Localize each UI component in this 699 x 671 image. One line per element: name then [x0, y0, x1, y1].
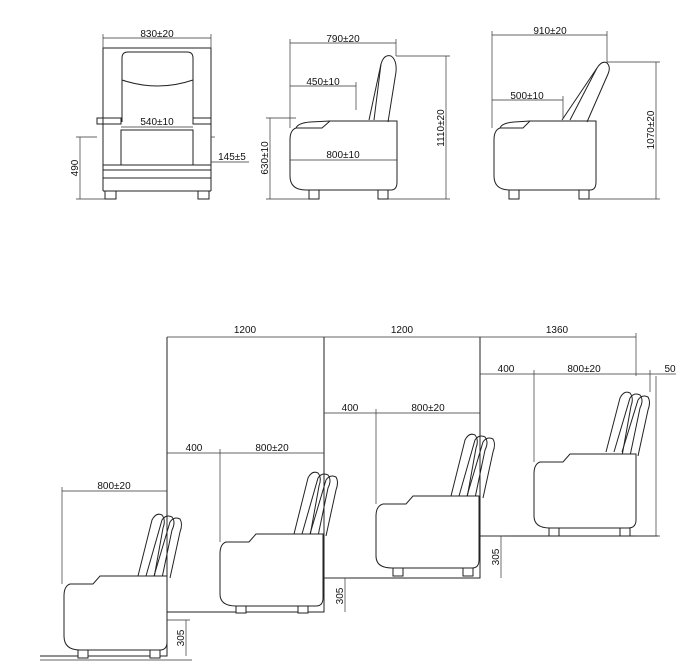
- tiered-layout: 1200 1200 1360 800±20 305: [40, 325, 676, 661]
- dim-row-spacing-2: 1200: [391, 325, 414, 336]
- dim-chair-depth-1: 800±20: [97, 481, 131, 492]
- dim-row-spacing-1: 1200: [234, 325, 257, 336]
- chair-row-4: 400 800±20 50: [480, 364, 676, 537]
- dim-front-width: 830±20: [140, 29, 174, 40]
- dim-front-arm-height: 490: [70, 159, 81, 176]
- dim-front-seat-width: 540±10: [140, 117, 174, 128]
- leg: [308, 189, 320, 200]
- chair-body: [289, 120, 398, 191]
- chair-row-2: 400 800±20 305: [167, 443, 349, 614]
- dim-reclined-seat-depth: 500±10: [510, 91, 544, 102]
- chair-row-1: 800±20 305: [61, 481, 190, 659]
- leg: [104, 190, 117, 200]
- chair-row-3: 400 800±20 305: [324, 403, 505, 578]
- leg: [508, 189, 520, 200]
- chair-back-frame: [102, 47, 212, 179]
- side-view-reclined: 910±20 500±10 1070±20: [491, 26, 660, 200]
- dim-wall-gap: 50: [664, 364, 676, 375]
- chair-body: [375, 495, 480, 569]
- dim-reclined-depth: 910±20: [533, 26, 567, 37]
- dim-side-seat-length: 800±10: [326, 150, 360, 161]
- dim-row-spacing-3: 1360: [546, 325, 569, 336]
- dim-chair-depth-4: 800±20: [567, 364, 601, 375]
- front-view: 830±20 540±10 490 145±5: [70, 29, 249, 200]
- chair-body: [533, 453, 637, 529]
- dim-side-height: 1110±20: [436, 109, 447, 147]
- dim-side-seat-height: 630±10: [260, 141, 271, 175]
- side-view-upright: 790±20 450±10 800±10 630±10 1110±20: [260, 34, 450, 200]
- seat-cushion: [120, 129, 194, 166]
- leg: [578, 189, 590, 200]
- chair-body: [219, 533, 324, 607]
- right-arm-top: [192, 117, 212, 125]
- dim-chair-depth-3: 800±20: [411, 403, 445, 414]
- left-arm-top: [96, 117, 122, 125]
- backrest: [368, 55, 397, 123]
- dim-step-rise-3: 305: [491, 548, 502, 565]
- chair-body: [63, 575, 168, 651]
- headrest-cushion: [121, 51, 194, 87]
- dim-front-arm-offset: 145±5: [218, 152, 246, 163]
- chair-body: [493, 120, 597, 191]
- leg: [197, 190, 210, 200]
- dim-aisle-3: 400: [498, 364, 515, 375]
- dim-side-seat-depth: 450±10: [306, 77, 340, 88]
- dim-reclined-height: 1070±20: [646, 110, 657, 149]
- dim-side-depth: 790±20: [326, 34, 360, 45]
- stepped-floor: [40, 535, 658, 657]
- dim-aisle-2: 400: [342, 403, 359, 414]
- dim-step-rise-1: 305: [176, 629, 187, 646]
- backrest: [561, 61, 610, 123]
- leg: [377, 189, 389, 200]
- dim-step-rise-2: 305: [335, 587, 346, 604]
- dim-chair-depth-2: 800±20: [255, 443, 289, 454]
- dim-aisle-1: 400: [186, 443, 203, 454]
